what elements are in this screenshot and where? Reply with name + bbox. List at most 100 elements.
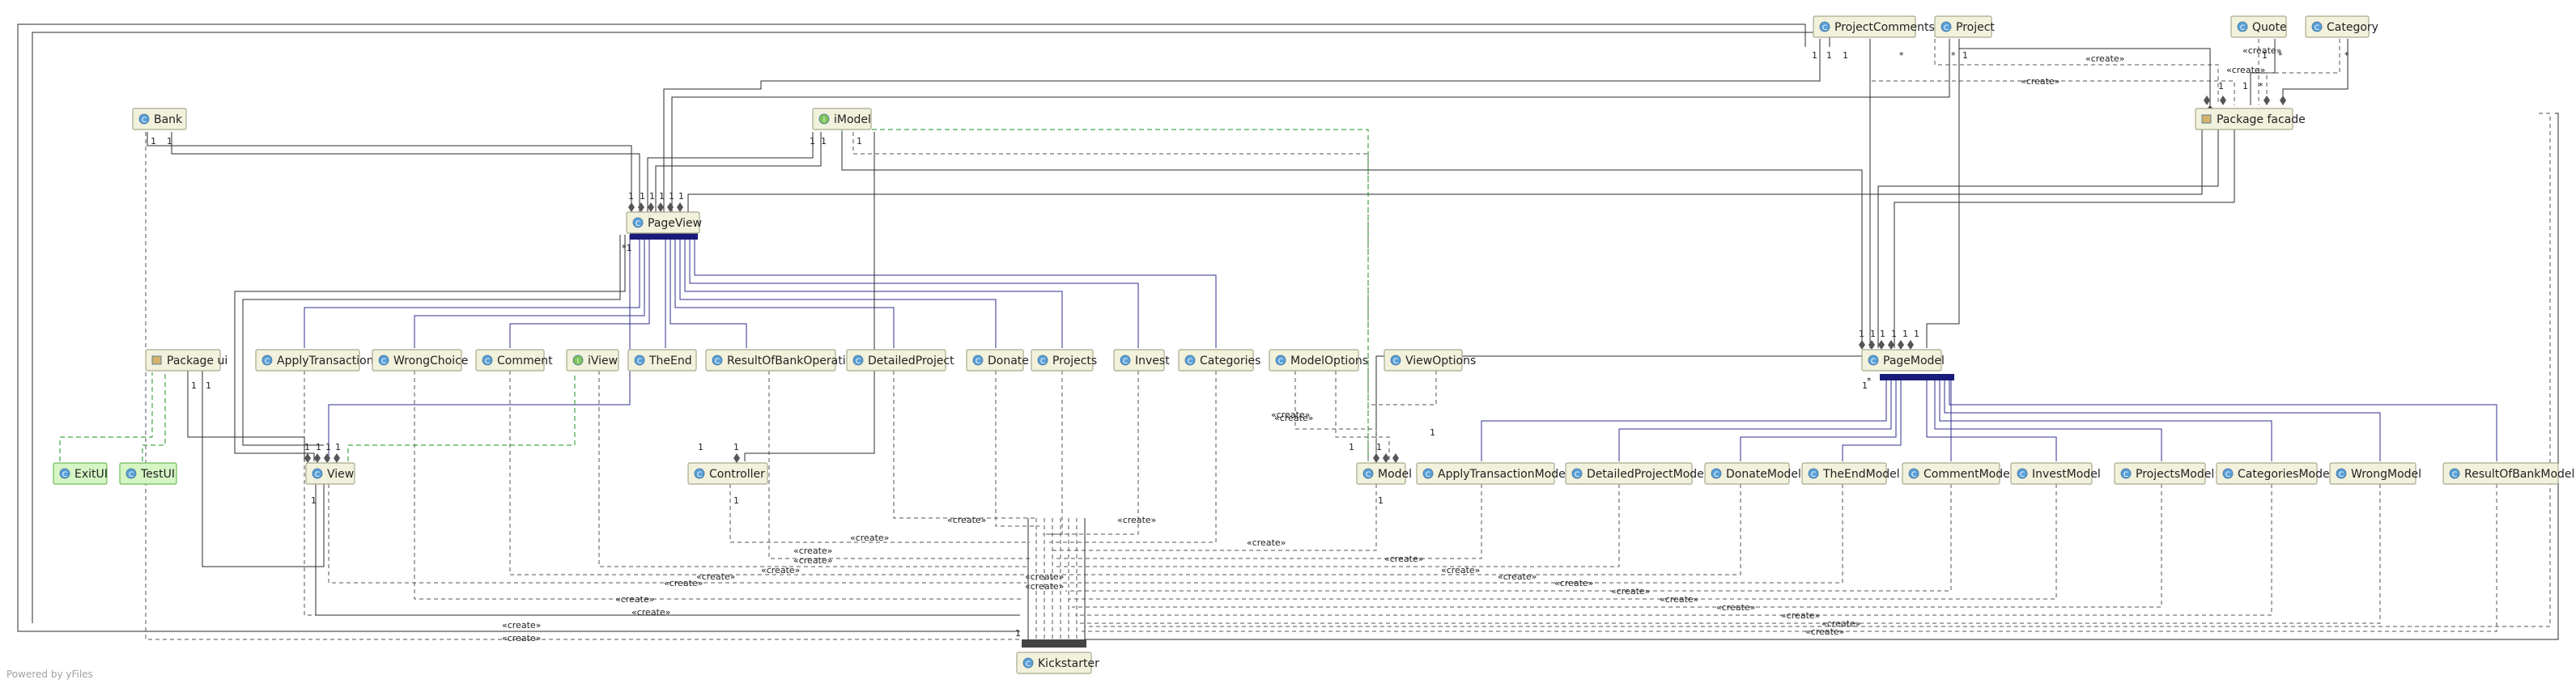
class-label: CategoriesModel (2238, 468, 2333, 481)
class-label: Comment (497, 355, 553, 367)
svg-text:1: 1 (669, 191, 674, 202)
class-icon (712, 355, 723, 366)
create-label: «create» (1274, 413, 1313, 423)
icon-glyph: C (2240, 24, 2245, 32)
svg-text:1: 1 (206, 380, 211, 391)
class-label: PageModel (1883, 355, 1945, 367)
class-icon (482, 355, 493, 366)
create-label: «create» (1716, 602, 1755, 613)
class-box (1813, 15, 1916, 38)
svg-text:*: * (1951, 50, 1956, 61)
svg-text:1: 1 (191, 380, 197, 391)
class-icon (2222, 468, 2234, 479)
svg-text:1: 1 (1843, 50, 1848, 61)
svg-text:1: 1 (628, 191, 634, 202)
class-label: TheEndModel (1822, 468, 1900, 481)
create-labels: «create» «create» «create» «create» «cre… (502, 45, 2281, 643)
create-label: «create» (1498, 571, 1537, 582)
facade-markers (2204, 96, 2286, 105)
kickstarter-fan (1022, 518, 1086, 648)
icon-glyph: C (1393, 358, 1398, 366)
svg-text:1: 1 (1378, 495, 1384, 506)
svg-text:1: 1 (1015, 628, 1021, 639)
svg-text:*: * (2344, 50, 2349, 61)
class-box (2114, 462, 2206, 485)
svg-text:1: 1 (733, 442, 739, 452)
svg-text:1: 1 (698, 442, 704, 452)
class-label: TheEnd (648, 355, 692, 367)
class-box (812, 108, 872, 130)
class-icon (2449, 468, 2460, 479)
svg-text:1: 1 (151, 136, 156, 147)
class-box (2195, 108, 2293, 130)
create-label: «create» (2021, 76, 2060, 87)
class-node-theend[interactable]: C TheEnd (627, 349, 697, 372)
class-box (1416, 462, 1555, 485)
icon-glyph: C (2315, 24, 2319, 32)
icon-glyph: C (62, 471, 67, 479)
class-box (372, 349, 462, 372)
class-label: DetailedProjectModel (1587, 468, 1707, 481)
svg-text:1: 1 (1891, 329, 1897, 339)
package-icon (2201, 114, 2212, 124)
class-label: Kickstarter (1038, 657, 1099, 670)
class-icon (1422, 468, 1434, 479)
pagemodel-top-edges (841, 39, 2235, 348)
class-box (1384, 349, 1463, 372)
class-node-packageui[interactable]: Package ui (145, 349, 227, 372)
class-label: Package ui (167, 355, 227, 367)
class-icon (2017, 468, 2028, 479)
class-box (53, 462, 108, 485)
class-label: DetailedProject (868, 355, 954, 367)
create-label: «create» (1441, 565, 1480, 575)
class-box (566, 349, 619, 372)
svg-text:1: 1 (649, 191, 655, 202)
class-label: iView (588, 355, 618, 367)
class-icon (261, 355, 273, 366)
class-box (1801, 462, 1887, 485)
class-icon (2237, 21, 2248, 32)
svg-text:1: 1 (640, 191, 645, 202)
icon-glyph: C (637, 358, 642, 366)
class-label: Project (1956, 21, 1995, 34)
class-node-packagefacade[interactable]: Package facade (2195, 108, 2306, 130)
class-label: ResultOfBankOperation (727, 355, 860, 367)
